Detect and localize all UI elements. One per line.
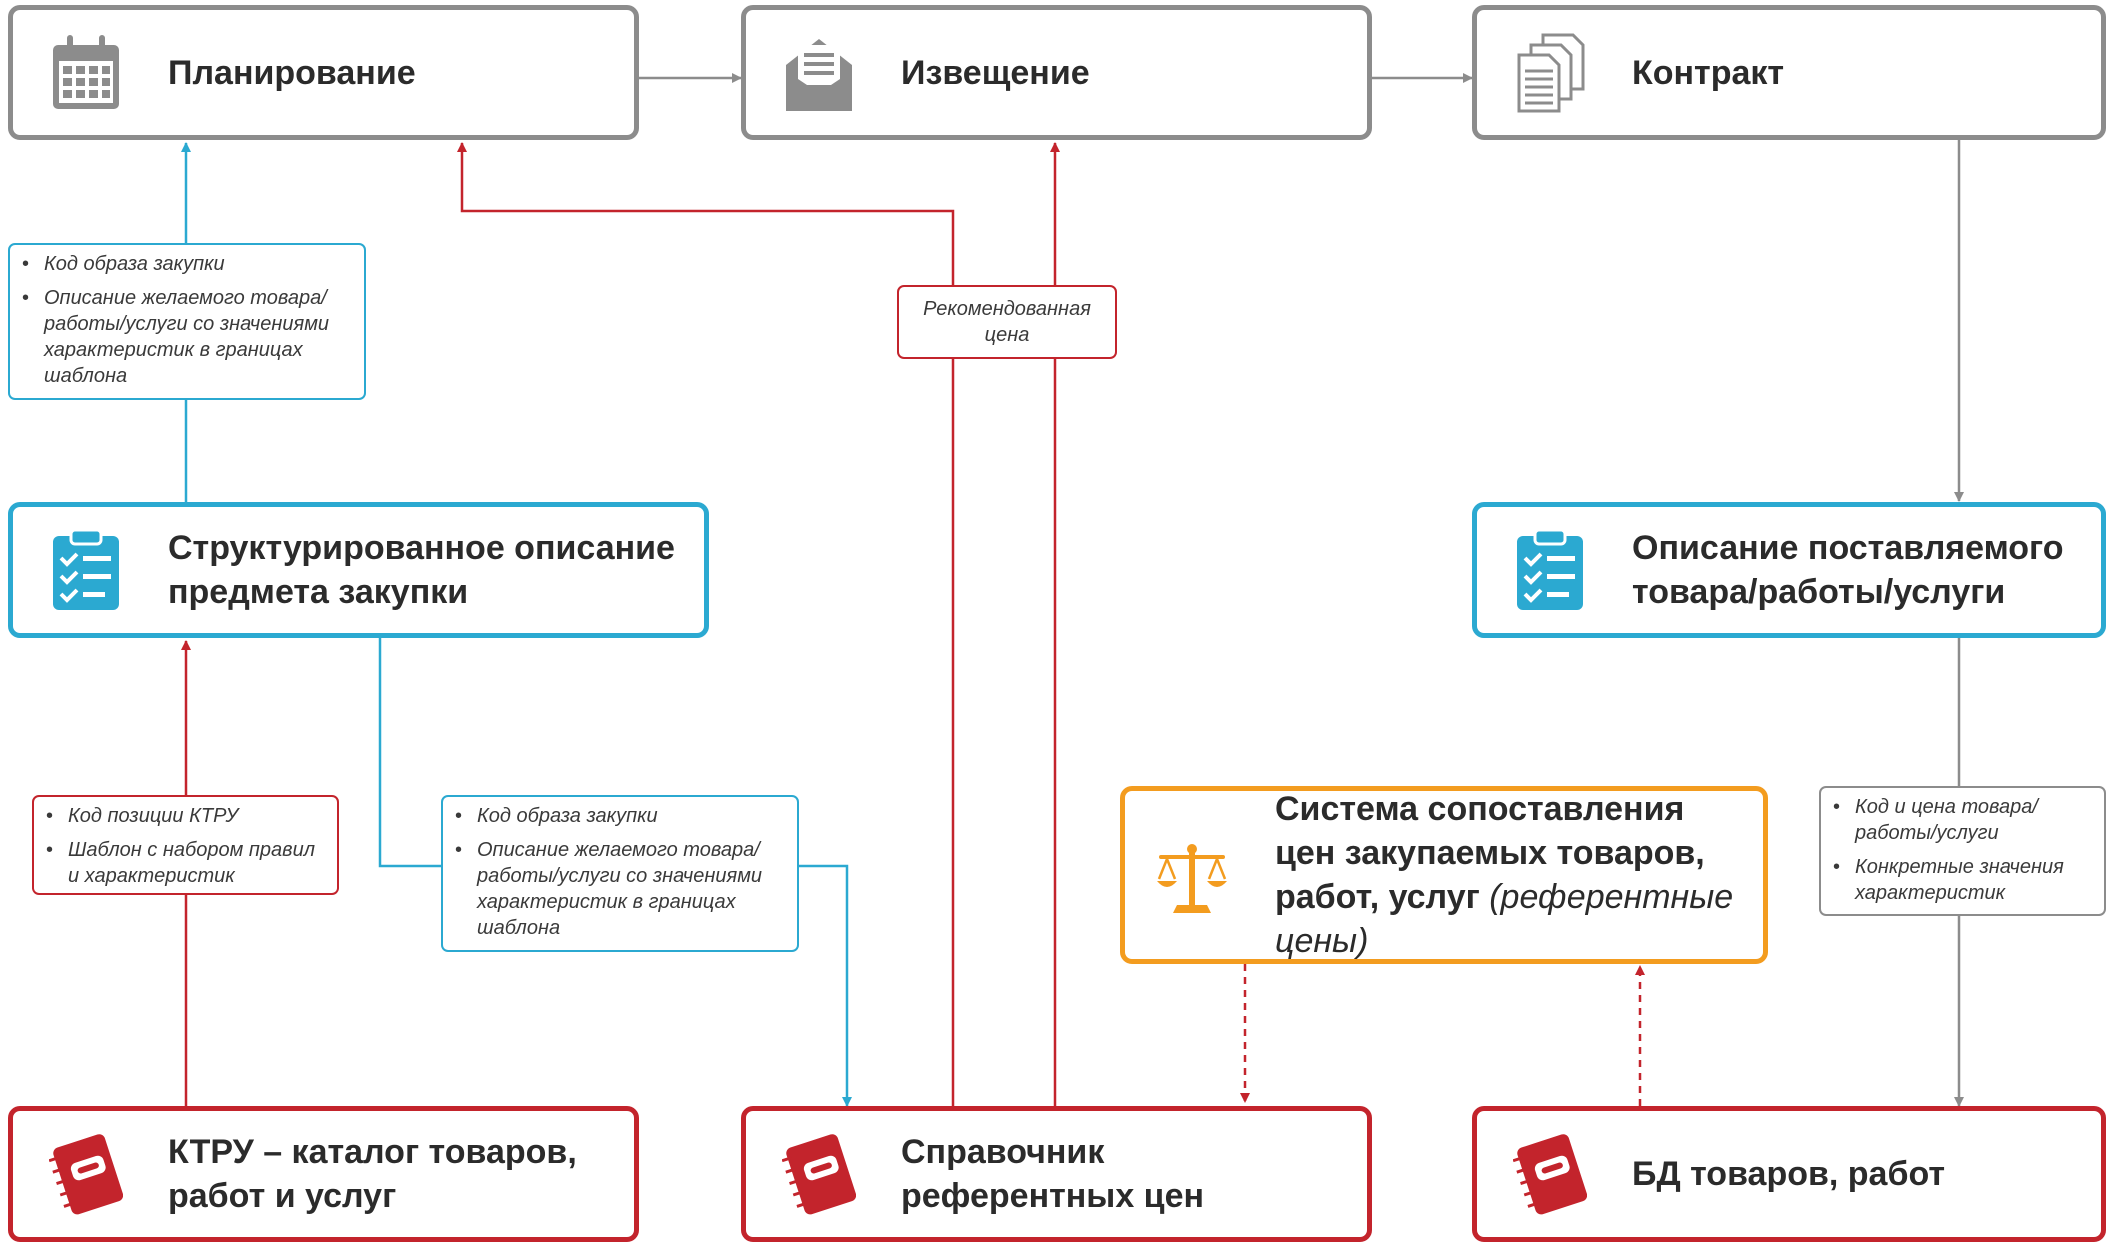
documents-icon	[1517, 33, 1585, 112]
recommended-price-label: Рекомендованная цена	[923, 298, 1091, 346]
notice-box[interactable]: Извещение	[741, 5, 1372, 140]
price-comparison-box[interactable]: Система сопоставления цен закупаемых тов…	[1120, 786, 1768, 964]
price-comparison-title: Система сопоставления цен закупаемых тов…	[1275, 787, 1743, 963]
contract-title: Контракт	[1632, 53, 1785, 92]
note-item: Конкретные значения характеристик	[1831, 854, 2094, 906]
price-comparison-italic: (референтные цены)	[1275, 878, 1734, 960]
note-item: Код позиции КТРУ	[44, 803, 327, 829]
reference-prices-title: Справочник референтных цен	[901, 1133, 1205, 1215]
note-item: Код образа закупки	[453, 803, 787, 829]
planning-box[interactable]: Планирование	[8, 5, 639, 140]
reference-prices-box[interactable]: Справочник референтных цен	[741, 1106, 1372, 1242]
goods-db-box[interactable]: БД товаров, работ	[1472, 1106, 2106, 1242]
checklist-icon	[1517, 528, 1583, 610]
structured-description-box[interactable]: Структурированное описание предмета заку…	[8, 502, 709, 638]
envelope-icon	[786, 38, 852, 111]
ktru-box[interactable]: КТРУ – каталог товаров, работ и услуг	[8, 1106, 639, 1242]
goods-db-title: БД товаров, работ	[1632, 1155, 1946, 1193]
notebook-icon	[1513, 1134, 1587, 1215]
arrow-reference-to-planning	[457, 142, 955, 1106]
structured-output-note: Код образа закупки Описание желаемого то…	[441, 795, 799, 952]
note-item: Шаблон с набором правил и характеристик	[44, 837, 327, 889]
scales-icon	[1157, 844, 1227, 913]
recommended-price-note: Рекомендованная цена	[897, 285, 1117, 359]
note-item: Код и цена товара/ работы/услуги	[1831, 794, 2094, 846]
checklist-icon	[53, 528, 119, 610]
supplied-description-box[interactable]: Описание поставляемого товара/работы/усл…	[1472, 502, 2106, 638]
contract-output-note: Код и цена товара/ работы/услуги Конкрет…	[1819, 786, 2106, 916]
calendar-icon	[53, 34, 119, 109]
supplied-description-title: Описание поставляемого товара/работы/усл…	[1632, 529, 2064, 611]
planning-title: Планирование	[168, 53, 416, 92]
note-item: Код образа закупки	[20, 251, 354, 277]
notebook-icon	[782, 1134, 856, 1215]
notice-title: Извещение	[901, 53, 1090, 92]
price-comparison-label: Система сопоставления цен закупаемых тов…	[1275, 790, 1705, 916]
structured-description-title: Структурированное описание предмета заку…	[168, 529, 675, 611]
note-item: Описание желаемого товара/ работы/услуги…	[20, 285, 354, 389]
note-item: Описание желаемого товара/ работы/услуги…	[453, 837, 787, 941]
ktru-title: КТРУ – каталог товаров, работ и услуг	[168, 1133, 577, 1215]
planning-input-note: Код образа закупки Описание желаемого то…	[8, 243, 366, 400]
notebook-icon	[49, 1134, 123, 1215]
ktru-output-note: Код позиции КТРУ Шаблон с набором правил…	[32, 795, 339, 895]
contract-box[interactable]: Контракт	[1472, 5, 2106, 140]
